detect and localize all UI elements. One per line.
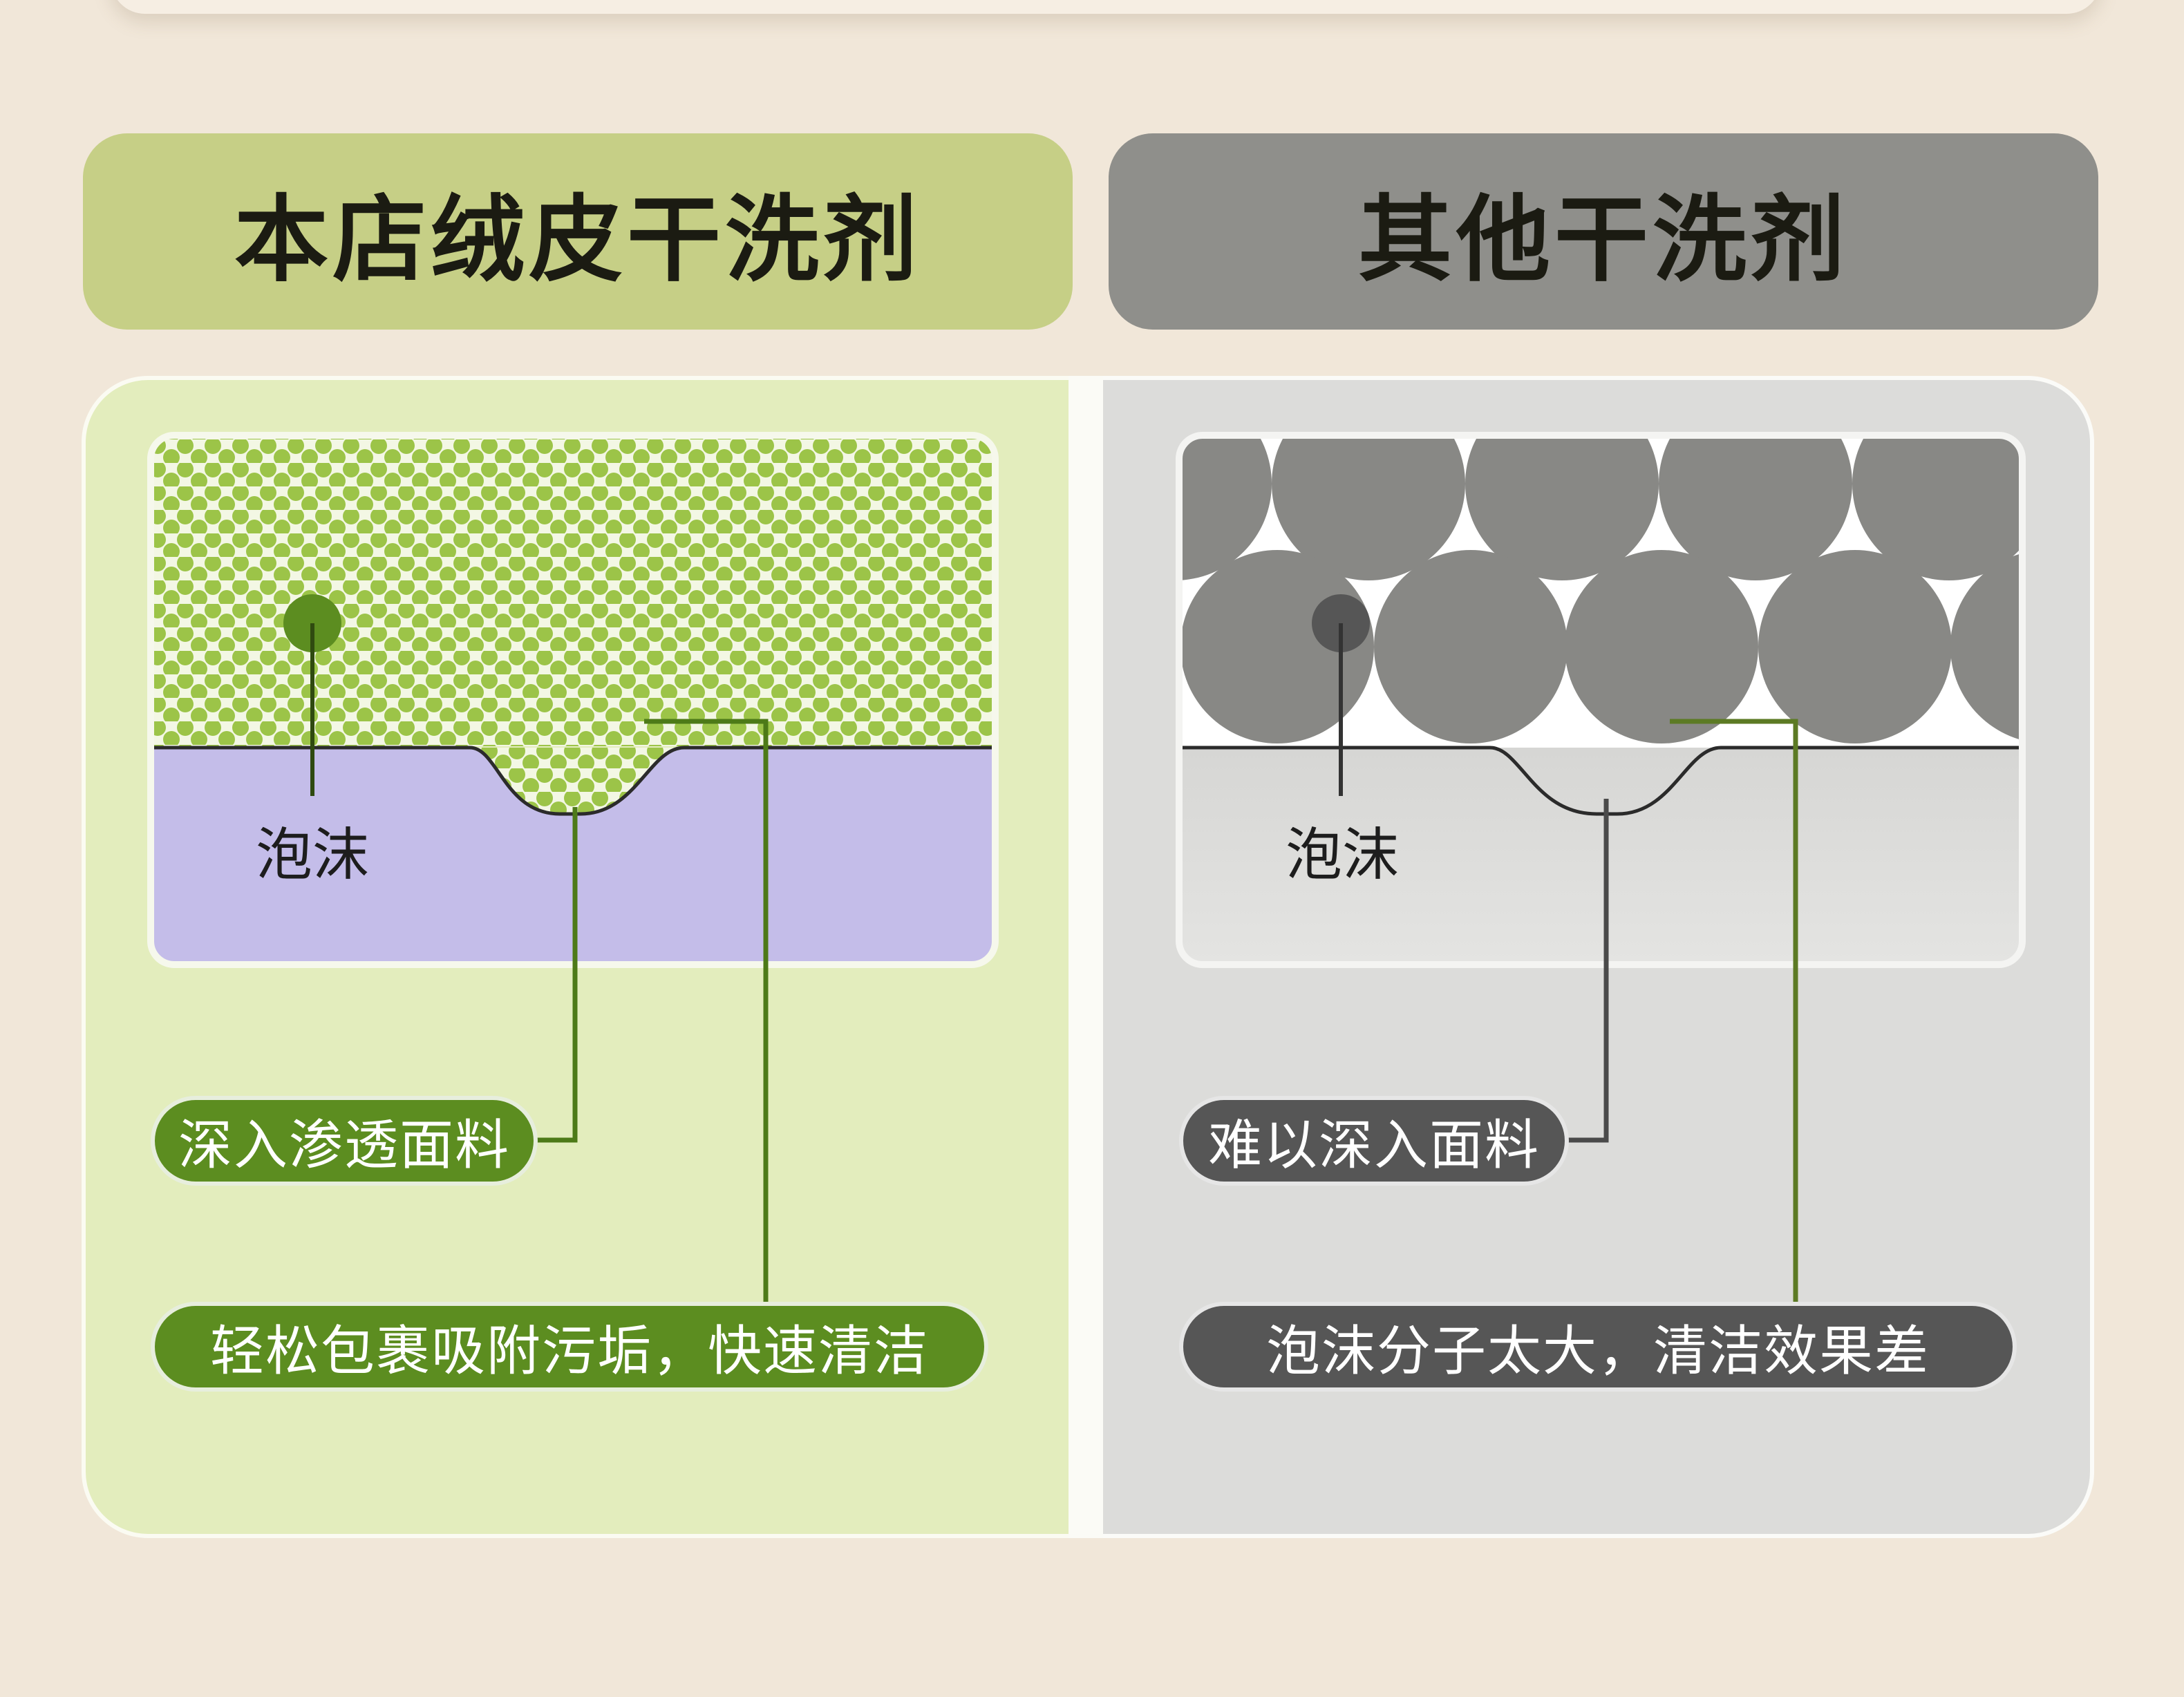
our-foam-diagram bbox=[151, 435, 995, 965]
hard-penetrate-callout: 难以深入面料 bbox=[1179, 1096, 1569, 1186]
large-foam-bubbles bbox=[1179, 435, 2022, 743]
hard-penetrate-callout-text: 难以深入面料 bbox=[1207, 1115, 1540, 1177]
callout-line-2 bbox=[644, 719, 769, 1303]
our-product-header: 本店绒皮干洗剂 bbox=[83, 133, 1073, 330]
other-product-header: 其他干洗剂 bbox=[1109, 133, 2098, 330]
other-product-title: 其他干洗剂 bbox=[1358, 185, 1849, 295]
wrap-dirt-callout-text: 轻松包裹吸附污垢，快速清洁 bbox=[209, 1320, 929, 1383]
fabric-layer bbox=[1179, 748, 2022, 965]
penetrate-callout-text: 深入渗透面料 bbox=[178, 1115, 510, 1177]
callout-line-1 bbox=[532, 807, 578, 1143]
our-product-title: 本店绒皮干洗剂 bbox=[234, 185, 921, 295]
large-foam-callout: 泡沫分子太大，清洁效果差 bbox=[1179, 1302, 2017, 1392]
fabric-surface-line bbox=[151, 746, 995, 816]
panel-divider bbox=[1069, 376, 1103, 1538]
other-foam-label: 泡沫 bbox=[1286, 822, 1400, 888]
other-foam-diagram bbox=[1179, 435, 2022, 965]
wrap-dirt-callout: 轻松包裹吸附污垢，快速清洁 bbox=[151, 1302, 988, 1392]
our-foam-label: 泡沫 bbox=[256, 822, 370, 888]
large-foam-callout-text: 泡沫分子太大，清洁效果差 bbox=[1265, 1320, 1930, 1383]
penetrating-foam bbox=[470, 748, 684, 814]
small-foam-bubbles bbox=[151, 435, 995, 746]
top-card-edge bbox=[111, 0, 2101, 14]
callout-line-1 bbox=[1563, 799, 1609, 1143]
callout-line-2 bbox=[1670, 719, 1798, 1303]
penetrate-callout: 深入渗透面料 bbox=[151, 1096, 538, 1186]
